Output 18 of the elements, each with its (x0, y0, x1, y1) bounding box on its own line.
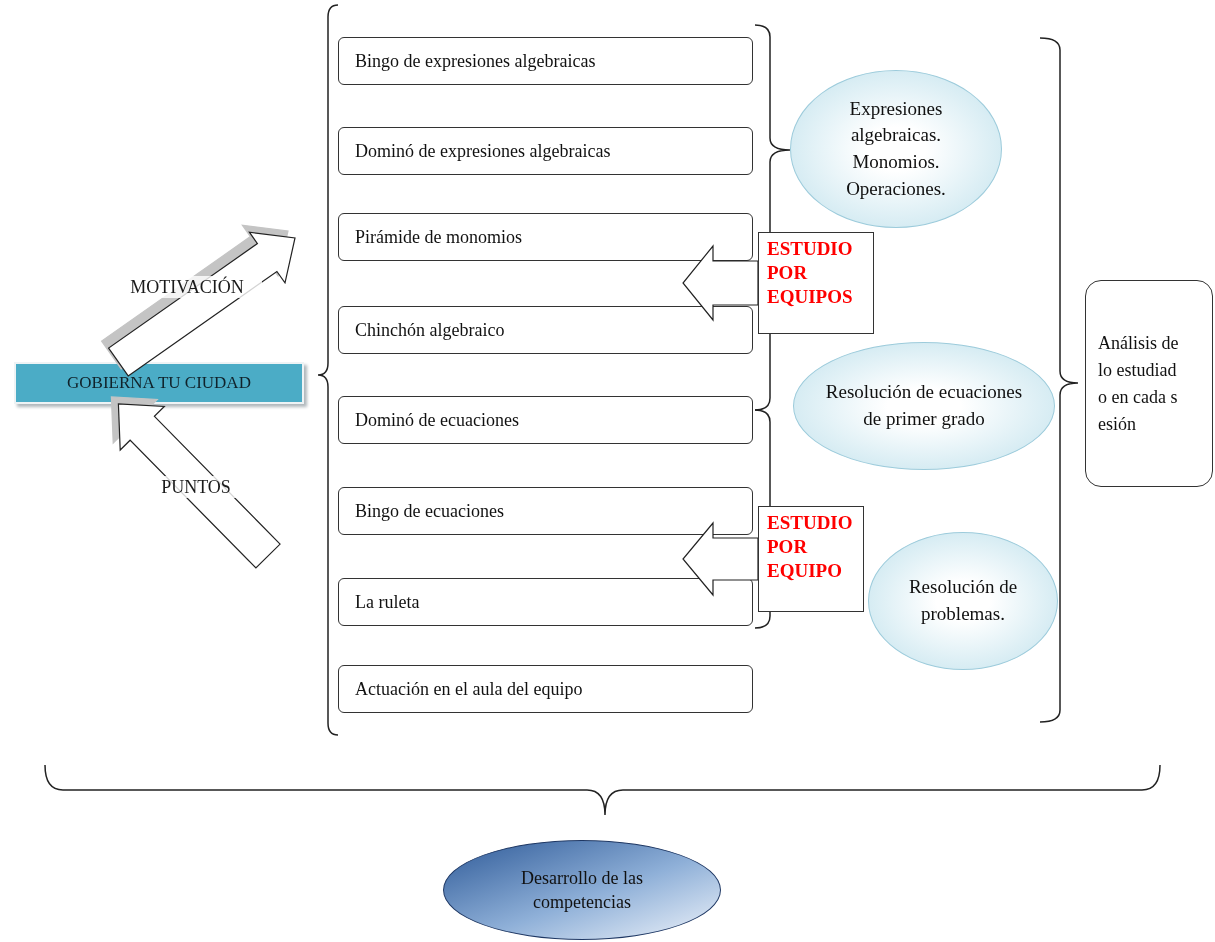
block-arrow (682, 521, 759, 597)
activity-box: Chinchón algebraico (338, 306, 753, 354)
block-arrow (682, 244, 759, 322)
topic-ellipse: Expresiones algebraicas. Monomios. Operaciones. (790, 70, 1002, 228)
review-box: Análisis de lo estudiado en cada sesión (1085, 280, 1213, 487)
study-box: ESTUDIO POR EQUIPOS (758, 232, 874, 334)
title-box: GOBIERNA TU CIUDAD (14, 362, 304, 404)
goal-ellipse: Desarrollo de las competencias (443, 840, 721, 940)
activity-box: La ruleta (338, 578, 753, 626)
study-box: ESTUDIO POR EQUIPO (758, 506, 864, 612)
activity-box: Actuación en el aula del equipo (338, 665, 753, 713)
activity-box: Pirámide de monomios (338, 213, 753, 261)
topic-ellipse: Resolución de ecuaciones de primer grado (793, 342, 1055, 470)
topic-ellipse: Resolución de problemas. (868, 532, 1058, 670)
activity-box: Dominó de ecuaciones (338, 396, 753, 444)
activity-box: Bingo de ecuaciones (338, 487, 753, 535)
activity-box: Dominó de expresiones algebraicas (338, 127, 753, 175)
activity-box: Bingo de expresiones algebraicas (338, 37, 753, 85)
